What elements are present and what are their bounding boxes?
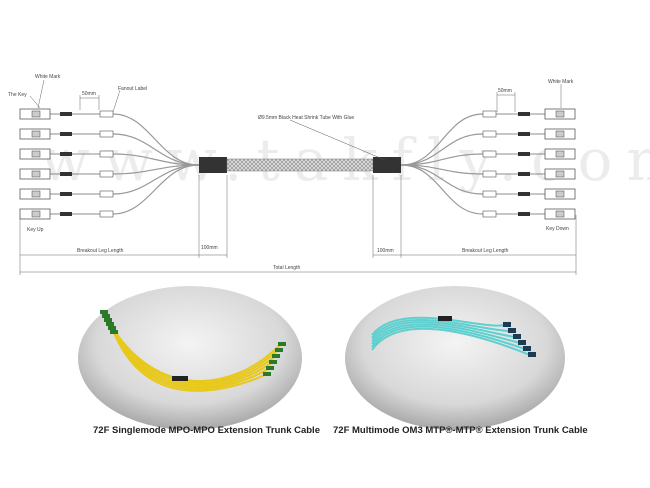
mpo-connector [108,326,116,330]
fanout-label-tag [482,190,497,198]
caption-multimode: 72F Multimode OM3 MTP®-MTP® Extension Tr… [333,425,588,436]
connector-key [555,170,565,178]
dim-50mm-right: 50mm [498,88,512,94]
right-leg-fiber [400,133,484,166]
mpo-connector [104,318,112,322]
aqua-cable-strand [371,323,521,345]
fanout-label-tag [99,150,114,158]
mpo-connector [266,366,274,370]
mtp-connector [528,352,536,357]
mpo-connector [106,322,114,326]
left-leg-fiber [112,113,200,166]
trunk-boot [438,316,452,321]
fanout-label-tag [99,190,114,198]
photo-multimode-cable [345,286,565,430]
dim-100mm-left: 100mm [201,245,218,251]
connector-key [555,110,565,118]
the-key-label: The Key [8,92,27,98]
left-leg-fiber [112,133,200,166]
connector-key [555,150,565,158]
key-down-label: Key Down [546,226,569,232]
white-mark-right-label: White Mark [548,79,574,85]
fanout-label-tag [482,130,497,138]
yellow-cable-strand [110,326,272,388]
boot [60,112,72,116]
boot [60,172,72,176]
yellow-cable-strand [106,318,278,384]
boot [60,152,72,156]
boot [518,112,530,116]
boot [518,132,530,136]
left-leg-fiber [112,164,200,215]
aqua-cable-strand [371,321,516,342]
connector-key [31,170,41,178]
braided-trunk [226,158,374,172]
photo-singlemode-cable [78,286,302,430]
connector-key [555,130,565,138]
fanout-label-tag [482,170,497,178]
yellow-cable-strand [112,330,269,390]
yellow-cable-strand [114,334,266,392]
boot [518,212,530,216]
total-length-label: Total Length [273,265,300,271]
right-leg-fiber [400,164,484,215]
heat-shrink-right [373,157,401,173]
right-leg-fiber [400,113,484,166]
fanout-label-tag [482,150,497,158]
fanout-label-tag [99,210,114,218]
connector-key [31,190,41,198]
boot [60,212,72,216]
aqua-cable-strand [371,318,511,339]
right-leg-fiber [400,153,484,166]
mtp-connector [523,346,531,351]
connector-key [31,110,41,118]
aqua-cable-strand [371,327,531,356]
heat-shrink-left [199,157,227,173]
dim-100mm-right: 100mm [377,248,394,254]
fanout-label: Fanout Label [118,86,147,92]
mtp-connector [513,334,521,339]
connector-key [31,130,41,138]
mpo-connector [100,310,108,314]
mpo-connector [269,360,277,364]
mpo-connector [263,372,271,376]
breakout-left-label: Breakout Leg Length [77,248,124,254]
mpo-connector [102,314,110,318]
left-leg-fiber [112,153,200,166]
heat-shrink-label: Ø9.5mm Black Heat Shrink Tube With Glue [258,115,354,121]
mtp-connector [503,322,511,327]
fanout-label-tag [99,170,114,178]
yellow-cable-strand [104,314,281,383]
boot [518,192,530,196]
mpo-connector [110,330,118,334]
breakout-legs [19,108,576,220]
boot [518,172,530,176]
fanout-label-tag [482,110,497,118]
caption-singlemode: 72F Singlemode MPO-MPO Extension Trunk C… [93,425,320,436]
mpo-connector [275,348,283,352]
boot [60,132,72,136]
dim-50mm-left: 50mm [82,91,96,97]
yellow-cable-strand [108,322,275,386]
connector-key [555,190,565,198]
white-mark-left-label: White Mark [35,74,61,80]
connector-key [555,210,565,218]
fanout-label-tag [482,210,497,218]
breakout-right-label: Breakout Leg Length [462,248,509,254]
fanout-label-tag [99,110,114,118]
mpo-connector [272,354,280,358]
connector-key [31,150,41,158]
mtp-connector [518,340,526,345]
fanout-label-tag [99,130,114,138]
boot [60,192,72,196]
key-up-label: Key Up [27,227,44,233]
mtp-connector [508,328,516,333]
boot [518,152,530,156]
connector-key [31,210,41,218]
mpo-connector [278,342,286,346]
aqua-cable-strand [371,325,526,350]
trunk-boot [172,376,188,381]
